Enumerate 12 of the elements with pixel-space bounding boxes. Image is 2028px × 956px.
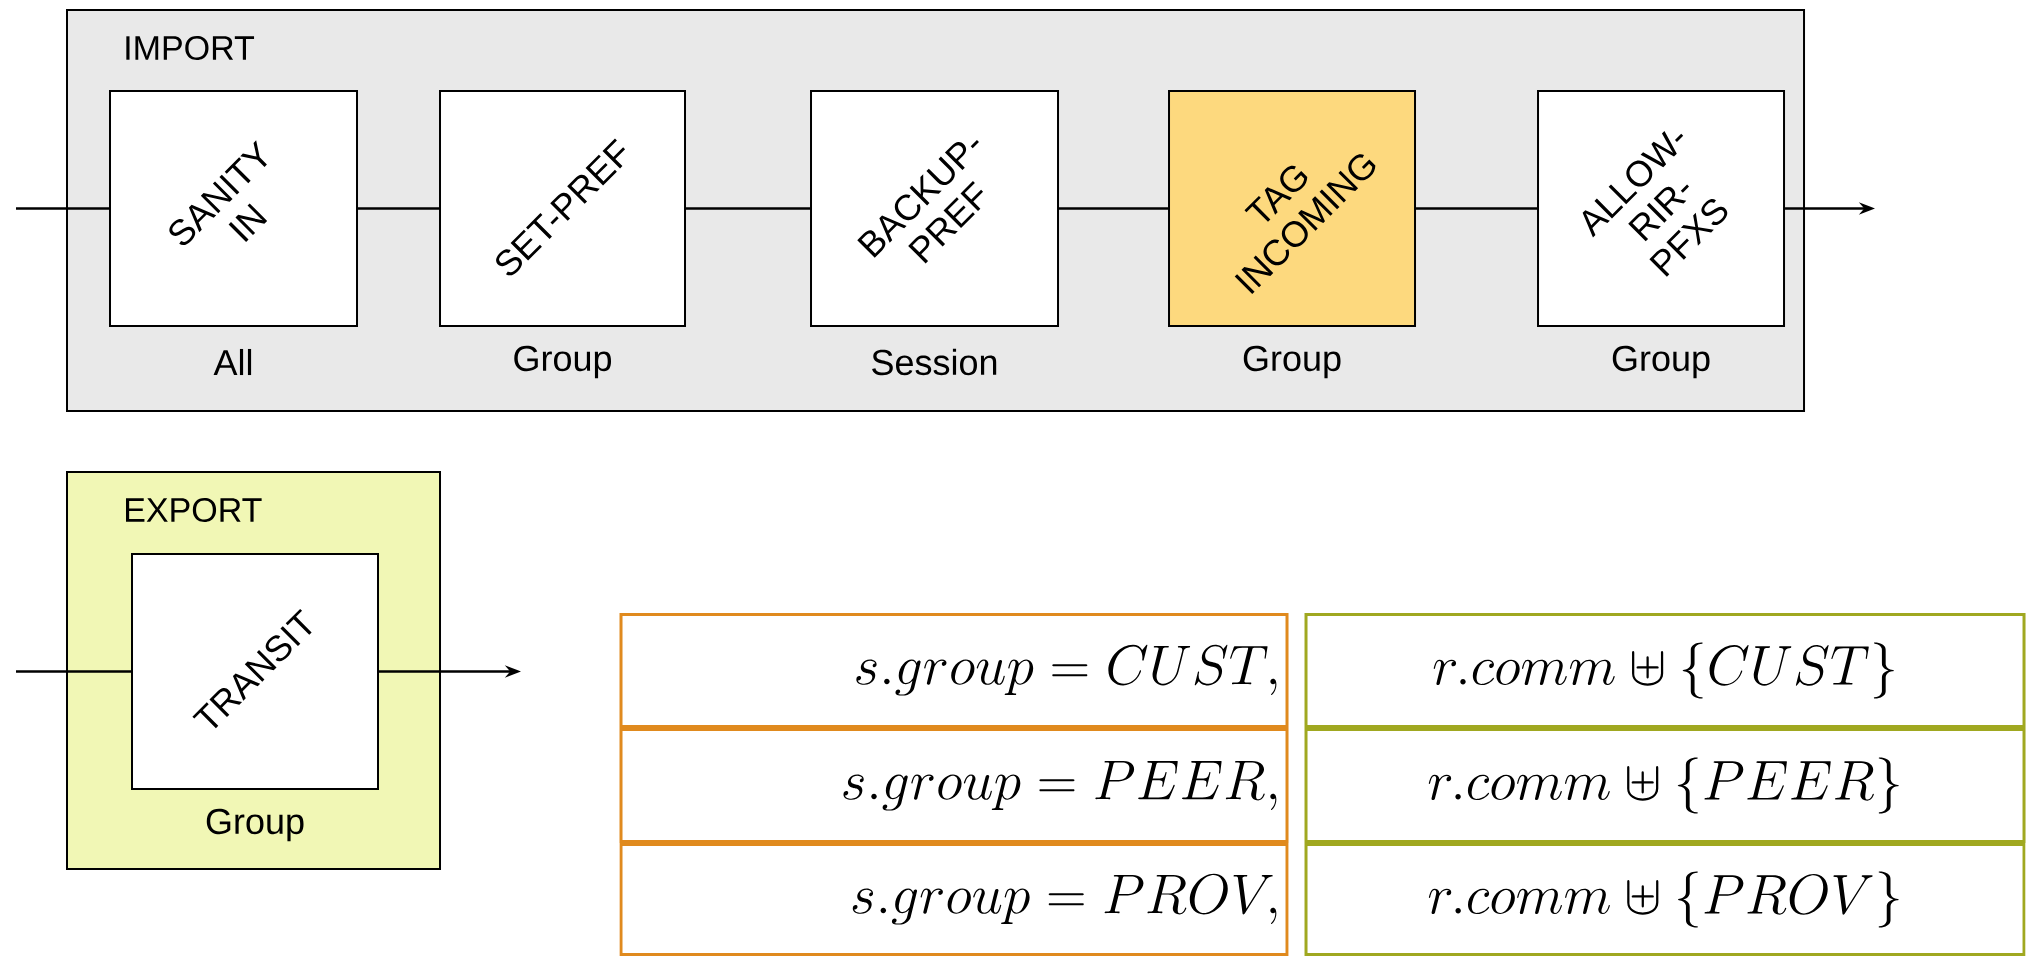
table-cell: $r.comm \uplus \{PEER\}$ — [1304, 728, 2026, 843]
node-label: Group — [1612, 345, 1710, 379]
node-label: Group — [1243, 345, 1341, 379]
node-label: Group — [514, 345, 611, 379]
node-label: Session — [872, 348, 997, 376]
table-cell: $r.comm \uplus \{CUST\}$ — [1304, 613, 2026, 728]
node-label: Group — [206, 808, 304, 842]
table-cell: $s.group = CUST,$ — [619, 613, 1289, 728]
table-cell: $s.group = PROV,$ — [619, 843, 1289, 956]
table-cell: $r.comm \uplus \{PROV\}$ — [1304, 843, 2026, 956]
node-label: All — [213, 348, 252, 376]
table-cell: $s.group = PEER,$ — [619, 728, 1289, 843]
